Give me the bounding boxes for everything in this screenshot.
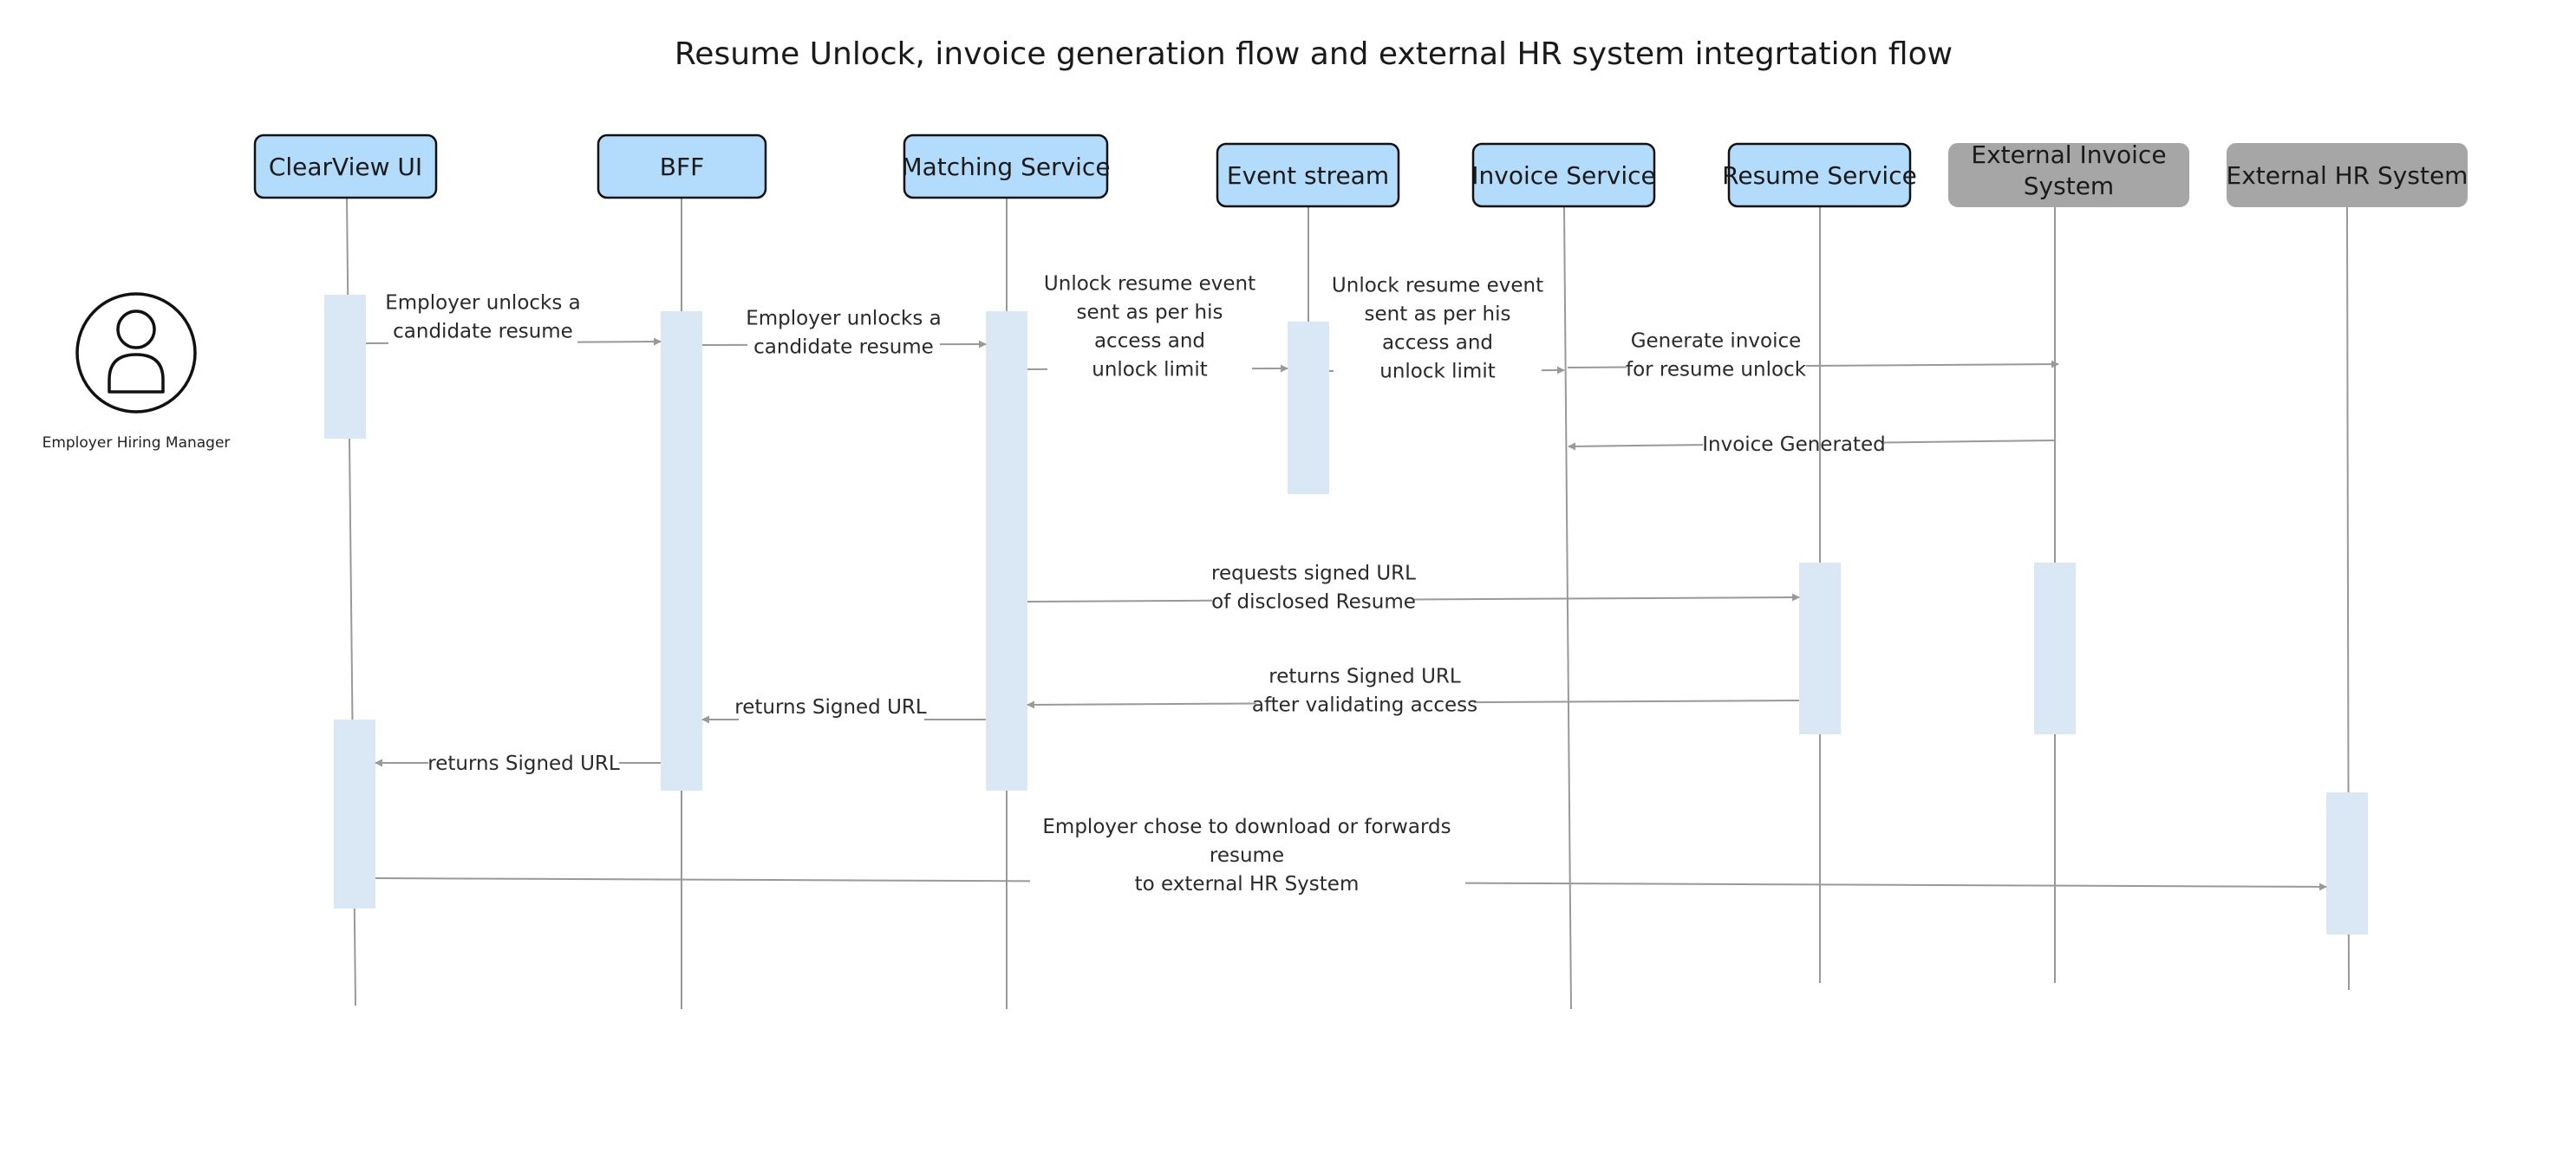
participant-box <box>1727 142 1912 208</box>
activation-bar <box>986 311 1027 791</box>
message-label: resume <box>1210 844 1284 867</box>
participant-label: System <box>2024 172 2114 200</box>
participant-label: Event stream <box>1227 161 1389 190</box>
message-label: access and <box>1094 330 1205 353</box>
participant-invoice-service: Invoice Service <box>1471 142 1656 208</box>
participant-box <box>597 134 767 199</box>
message-label: candidate resume <box>753 336 934 359</box>
message-label: of disclosed Resume <box>1211 591 1416 614</box>
participant-bff: BFF <box>597 134 767 199</box>
activation-bar <box>334 720 375 909</box>
message-label: for resume unlock <box>1626 359 1807 381</box>
message-line <box>1464 882 2327 891</box>
participant-external-hr-system: External HR System <box>2227 143 2468 207</box>
message-label: Unlock resume event <box>1044 273 1255 296</box>
activation-bar <box>661 311 702 791</box>
participant-label: External HR System <box>2227 161 2468 190</box>
activation-bar <box>1288 322 1329 494</box>
participant-label: External Invoice <box>1971 140 2166 169</box>
participant-event-stream: Event stream <box>1216 142 1400 208</box>
participant-box <box>2227 143 2468 207</box>
participant-label: Invoice Service <box>1471 161 1656 190</box>
message-arrow: Employer unlocks a candidate resume <box>701 308 987 359</box>
message-line <box>1413 593 1800 602</box>
participant-clearview-ui: ClearView UI <box>253 134 438 199</box>
participant-label: Matching Service <box>901 153 1110 181</box>
message-arrow: Unlock resume event sent as per his access… <box>1027 273 1288 381</box>
participant-label: ClearView UI <box>269 153 422 181</box>
message-label: returns Signed URL <box>1268 666 1461 688</box>
message-line <box>1883 440 2056 444</box>
message-arrow: requests signed URL of disclosed Resume <box>1027 563 1800 614</box>
message-arrow: returns Signed URL <box>701 696 986 724</box>
message-line <box>1568 442 1704 451</box>
activation-bar <box>2034 563 2076 734</box>
message-label: returns Signed URL <box>427 752 620 775</box>
activation-bars <box>324 295 2368 935</box>
participant-box <box>1948 143 2189 207</box>
message-line <box>1027 599 1213 603</box>
message-label: returns Signed URL <box>734 696 927 719</box>
message-label: Employer unlocks a <box>385 292 581 315</box>
person-icon <box>75 292 197 414</box>
activation-bar <box>2326 792 2368 935</box>
message-label: access and <box>1382 332 1493 355</box>
participant-label: BFF <box>660 153 704 181</box>
message-label: unlock limit <box>1092 359 1208 381</box>
message-arrow: returns Signed URL after validating acces… <box>1027 666 1800 717</box>
message-label: requests signed URL <box>1211 563 1416 585</box>
participant-box <box>1471 142 1656 208</box>
message-line <box>1027 700 1257 709</box>
message-arrow: Invoice Generated <box>1568 433 2056 456</box>
diagram-title: Resume Unlock, invoice generation flow a… <box>675 36 1953 72</box>
message-arrow: Generate invoice for resume unlock <box>1567 330 2059 381</box>
participants: ClearView UI BFF Matching Service Event str… <box>253 134 2468 208</box>
message-label: candidate resume <box>393 321 573 343</box>
participant-box <box>1216 142 1400 208</box>
participant-label: Resume Service <box>1722 161 1917 190</box>
activation-bar <box>324 295 366 439</box>
user-label: Employer Hiring Manager <box>42 434 231 452</box>
message-arrow: Unlock resume event sent as per his access… <box>1328 275 1565 383</box>
message-label: Unlock resume event <box>1332 275 1543 297</box>
lifeline-invoice-service <box>1563 205 1572 1010</box>
message-label: Invoice Generated <box>1702 433 1886 456</box>
message-arrow: Employer chose to download or forwards re… <box>375 816 2327 896</box>
message-label: sent as per his <box>1365 303 1511 326</box>
message-label: Employer unlocks a <box>746 308 942 330</box>
message-label: Generate invoice <box>1631 330 1802 353</box>
message-label: after validating access <box>1252 694 1477 717</box>
message-arrow: returns Signed URL <box>375 752 661 775</box>
participant-box <box>253 134 438 199</box>
activation-bar <box>1799 563 1841 734</box>
message-line <box>1805 360 2059 368</box>
message-line <box>1473 700 1800 704</box>
participant-matching-service: Matching Service <box>901 134 1111 199</box>
message-label: sent as per his <box>1077 302 1223 324</box>
message-line <box>375 877 1031 883</box>
message-label: to external HR System <box>1135 873 1360 896</box>
message-label: unlock limit <box>1379 361 1496 383</box>
user-actor: Employer Hiring Manager <box>42 292 231 452</box>
message-label: Employer chose to download or forwards <box>1042 816 1451 838</box>
participant-box <box>903 134 1109 199</box>
participant-resume-service: Resume Service <box>1722 142 1917 208</box>
message-arrow: Employer unlocks a candidate resume <box>365 292 662 346</box>
